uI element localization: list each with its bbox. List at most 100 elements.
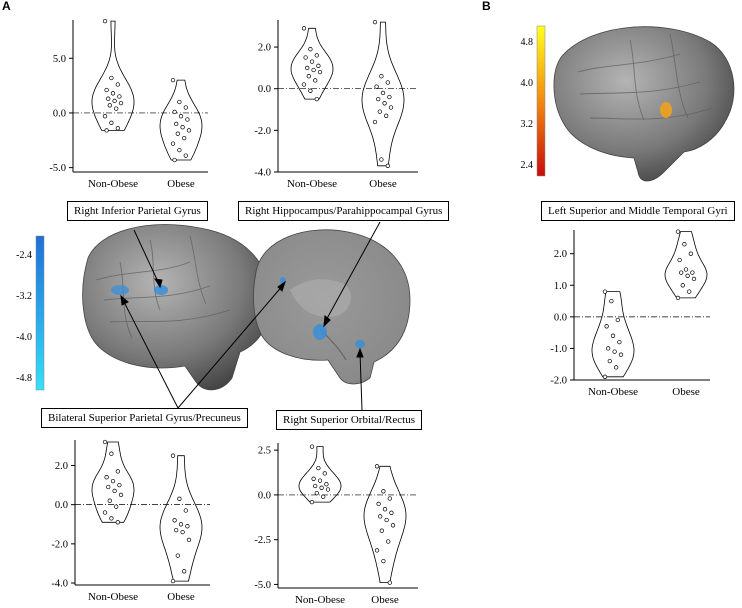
data-point	[322, 471, 327, 476]
data-point	[172, 518, 177, 523]
y-tick-label: 0.0	[258, 84, 271, 95]
data-point	[110, 91, 116, 96]
brain-medial-slice	[253, 229, 411, 385]
data-point	[316, 63, 321, 68]
data-point	[118, 492, 124, 498]
blob-ipg	[154, 285, 168, 295]
data-point	[317, 69, 323, 75]
data-point	[309, 499, 315, 505]
callout-right-superior-orbital: Right Superior Orbital/Rectus	[276, 410, 422, 430]
data-point	[303, 55, 308, 60]
y-tick-label: -2.0	[254, 126, 271, 137]
data-point	[102, 114, 108, 119]
data-point	[186, 537, 192, 543]
x-tick-label: Non-Obese	[588, 386, 638, 398]
data-point	[106, 484, 111, 490]
panel-label-a: A	[2, 0, 11, 13]
data-point	[104, 475, 109, 480]
data-point	[381, 558, 386, 564]
blue-tick: -4.8	[16, 373, 32, 384]
data-point	[109, 75, 114, 81]
hot-tick: 4.8	[521, 37, 534, 48]
data-point	[106, 96, 111, 101]
data-point	[321, 494, 326, 499]
data-point	[102, 439, 108, 445]
callout-left-temporal: Left Superior and Middle Temporal Gyri	[541, 201, 735, 221]
data-point	[308, 47, 313, 52]
data-point	[609, 298, 614, 304]
violin-non-obese	[298, 446, 342, 503]
data-point	[314, 53, 319, 58]
callout-bilateral-superior-parietal: Bilateral Superior Parietal Gyrus/Precun…	[41, 408, 248, 428]
blue-colorbar: -2.4 -3.2 -4.0 -4.8	[16, 235, 45, 391]
y-tick-label: 2.0	[554, 249, 567, 260]
data-point	[376, 501, 381, 507]
data-point	[183, 508, 188, 513]
data-point	[118, 100, 124, 106]
y-tick-label: -5.0	[254, 580, 271, 591]
hot-colorbar: 4.8 4.0 3.2 2.4	[521, 25, 546, 177]
data-point	[384, 517, 389, 523]
data-point	[691, 276, 697, 282]
y-tick-label: -1.0	[550, 344, 567, 355]
data-point	[306, 74, 311, 79]
data-point	[386, 539, 391, 544]
brain-left-temporal	[553, 26, 735, 182]
y-tick-label: -2.0	[550, 376, 567, 387]
data-point	[602, 289, 608, 294]
data-point	[618, 352, 624, 357]
violin-obese	[159, 455, 203, 582]
data-point	[690, 270, 695, 275]
violin-obese	[159, 79, 203, 161]
data-point	[170, 77, 176, 83]
data-point	[374, 84, 379, 89]
data-point	[380, 90, 386, 96]
y-tick-label: 0.0	[55, 500, 68, 511]
blue-tick: -2.4	[16, 250, 32, 261]
x-tick-label: Obese	[167, 591, 195, 603]
data-point	[115, 82, 120, 87]
y-tick-label: 2.5	[258, 446, 271, 457]
hot-tick: 4.0	[521, 78, 534, 89]
data-point	[374, 548, 380, 553]
y-tick-label: -4.0	[51, 579, 68, 590]
data-point	[617, 339, 622, 345]
data-point	[376, 96, 381, 102]
violin-non-obese	[91, 20, 135, 131]
data-point	[117, 482, 122, 488]
data-point	[109, 120, 114, 125]
blob-hippo	[313, 324, 327, 340]
data-point	[186, 128, 192, 133]
data-point	[177, 147, 182, 153]
data-point	[110, 478, 116, 484]
x-tick-label: Obese	[672, 386, 700, 398]
violin-obese	[664, 231, 708, 299]
data-point	[382, 101, 387, 106]
violin-non-obese	[91, 441, 135, 523]
data-point	[109, 516, 114, 521]
data-point	[183, 153, 188, 158]
data-point	[687, 289, 692, 294]
data-point	[309, 59, 315, 64]
y-tick-label: 0.0	[258, 490, 271, 501]
data-point	[180, 125, 185, 130]
data-point	[612, 349, 617, 354]
blob-orb	[355, 340, 365, 348]
hot-tick: 2.4	[521, 160, 534, 171]
y-tick-label: -2.5	[254, 535, 271, 546]
data-point	[175, 131, 180, 136]
data-point	[185, 524, 190, 529]
data-point	[614, 365, 619, 370]
hot-tick: 3.2	[521, 119, 534, 130]
data-point	[107, 103, 112, 108]
blue-tick: -3.2	[16, 291, 32, 302]
data-point	[311, 476, 316, 481]
y-tick-label: 1.0	[554, 281, 567, 292]
data-point	[308, 88, 313, 93]
data-point	[387, 496, 392, 501]
y-tick-label: 0.0	[554, 312, 567, 323]
data-point	[389, 510, 394, 515]
y-tick-label: 5.0	[53, 54, 66, 65]
data-point	[607, 358, 612, 364]
